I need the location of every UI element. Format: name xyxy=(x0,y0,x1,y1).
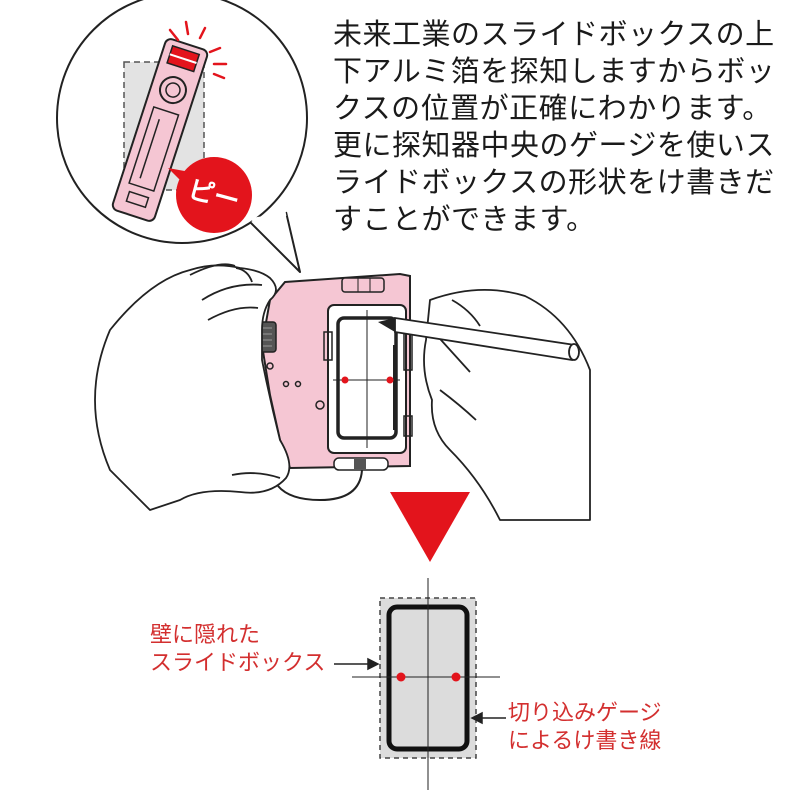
gauge-mark-left xyxy=(396,672,406,682)
hidden-box-label-line1: 壁に隠れた xyxy=(150,623,261,648)
left-hand xyxy=(94,263,291,511)
gauge-line-label-line2: によるけ書き線 xyxy=(508,729,662,754)
gauge-mark-right xyxy=(451,672,461,682)
gauge-line-label: 切り込みゲージ によるけ書き線 xyxy=(508,700,662,756)
description-text: 未来工業のスライドボックスの上 下アルミ箔を探知しますからボッ クスの位置が正確… xyxy=(333,16,793,238)
bottom-diagram xyxy=(352,578,500,790)
description-line: ライドボックスの形状をけ書きだ xyxy=(333,165,775,199)
gauge-line-label-line1: 切り込みゲージ xyxy=(508,701,662,726)
description-line: 下アルミ箔を探知しますからボッ xyxy=(333,54,776,88)
bubble-detector xyxy=(111,38,209,222)
label-arrows xyxy=(334,657,506,725)
description-line: 未来工業のスライドボックスの上 xyxy=(333,17,775,51)
description-line: クスの位置が正確にわかります。 xyxy=(333,91,772,125)
description-line: すことができます。 xyxy=(333,202,596,236)
hidden-box-label: 壁に隠れた スライドボックス xyxy=(150,622,325,678)
description-line: 更に探知器中央のゲージを使いス xyxy=(333,128,775,162)
down-arrow xyxy=(390,492,470,562)
right-hand xyxy=(423,289,591,521)
beep-rays xyxy=(168,20,228,80)
beep-badge: ピー xyxy=(168,157,252,233)
pencil xyxy=(378,316,580,362)
main-detector xyxy=(249,272,413,502)
hidden-box-label-line2: スライドボックス xyxy=(150,651,326,676)
